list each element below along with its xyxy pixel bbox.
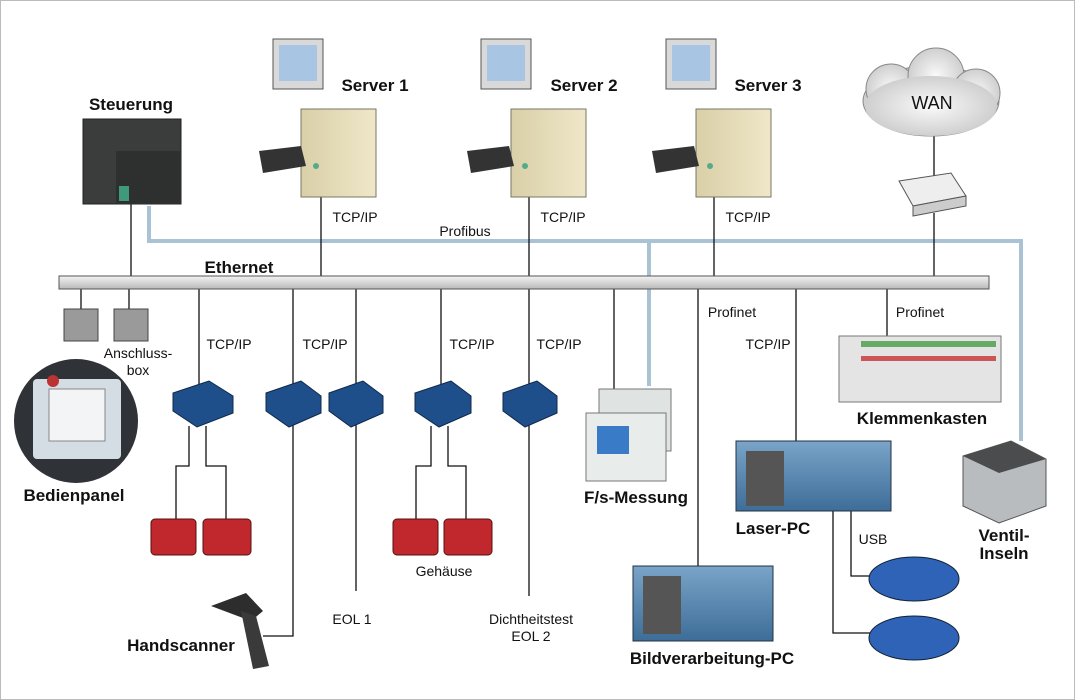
label-bildverarbeitung-pc: Bildverarbeitung-PC xyxy=(630,649,794,668)
label-anschlussbox-line1: Anschluss- xyxy=(104,345,173,361)
label-tcpip-2: TCP/IP xyxy=(302,336,347,352)
serial-converter-5 xyxy=(502,380,558,428)
label-server-3: Server 3 xyxy=(734,76,801,95)
usb-laser-device-1 xyxy=(868,556,960,602)
label-tcpip-4: TCP/IP xyxy=(536,336,581,352)
profibus-line xyxy=(147,206,1023,441)
barcode-scanner-2 xyxy=(202,518,252,556)
laser-pc xyxy=(735,440,892,512)
plc-controller-device xyxy=(82,118,182,205)
wan-cloud xyxy=(862,47,1001,137)
serial-converter-2 xyxy=(265,380,322,428)
ethernet-bus-bar xyxy=(58,275,990,290)
label-tcpip-3: TCP/IP xyxy=(449,336,494,352)
label-server-1: Server 1 xyxy=(341,76,408,95)
barcode-scanner-1 xyxy=(150,518,197,556)
connection-box-1 xyxy=(63,308,99,342)
barcode-scanner-3 xyxy=(392,518,439,556)
label-server-2: Server 2 xyxy=(550,76,617,95)
label-tcpip-server-1: TCP/IP xyxy=(332,209,377,225)
upper-wires xyxy=(130,131,935,276)
lower-wires xyxy=(80,289,888,637)
label-klemmenkasten: Klemmenkasten xyxy=(857,409,987,428)
terminal-box-device xyxy=(838,335,1002,403)
label-ethernet: Ethernet xyxy=(205,258,274,277)
barcode-scanner-4 xyxy=(443,518,493,556)
label-dichtheitstest: Dichtheitstest xyxy=(489,611,573,627)
label-tcpip-1: TCP/IP xyxy=(206,336,251,352)
label-anschlussbox-line2: box xyxy=(127,362,150,378)
label-eol2: EOL 2 xyxy=(511,628,550,644)
server-3-computer xyxy=(652,38,772,198)
label-tcpip-server-3: TCP/IP xyxy=(725,209,770,225)
serial-converter-1 xyxy=(172,380,234,428)
label-laser-pc: Laser-PC xyxy=(736,519,811,538)
label-profinet-1: Profinet xyxy=(708,304,756,320)
label-ventil-inseln-line2: Inseln xyxy=(979,544,1028,563)
label-handscanner: Handscanner xyxy=(127,636,235,655)
label-tcpip-server-2: TCP/IP xyxy=(540,209,585,225)
label-profibus: Profibus xyxy=(439,223,490,239)
label-gehaeuse: Gehäuse xyxy=(416,563,473,579)
serial-converter-4 xyxy=(414,380,472,428)
server-1-computer xyxy=(259,38,377,198)
force-measurement-device xyxy=(585,388,672,482)
valve-island-device xyxy=(962,440,1047,524)
label-steuerung: Steuerung xyxy=(89,95,173,114)
label-wan: WAN xyxy=(911,93,952,113)
label-tcpip-laser: TCP/IP xyxy=(745,336,790,352)
label-profinet-2: Profinet xyxy=(896,304,944,320)
handscanner-device xyxy=(211,593,269,669)
label-fs-messung: F/s-Messung xyxy=(584,488,688,507)
label-ventil-inseln-line1: Ventil- xyxy=(978,526,1029,545)
label-bedienpanel: Bedienpanel xyxy=(23,486,124,505)
operator-panel-device xyxy=(14,359,138,483)
server-2-computer xyxy=(467,38,587,198)
connection-box-2 xyxy=(113,308,149,342)
image-processing-pc xyxy=(632,565,774,642)
label-usb: USB xyxy=(859,531,888,547)
usb-laser-device-2 xyxy=(868,615,960,661)
label-eol1: EOL 1 xyxy=(332,611,371,627)
serial-converter-3 xyxy=(328,380,384,428)
router-device xyxy=(898,172,967,217)
